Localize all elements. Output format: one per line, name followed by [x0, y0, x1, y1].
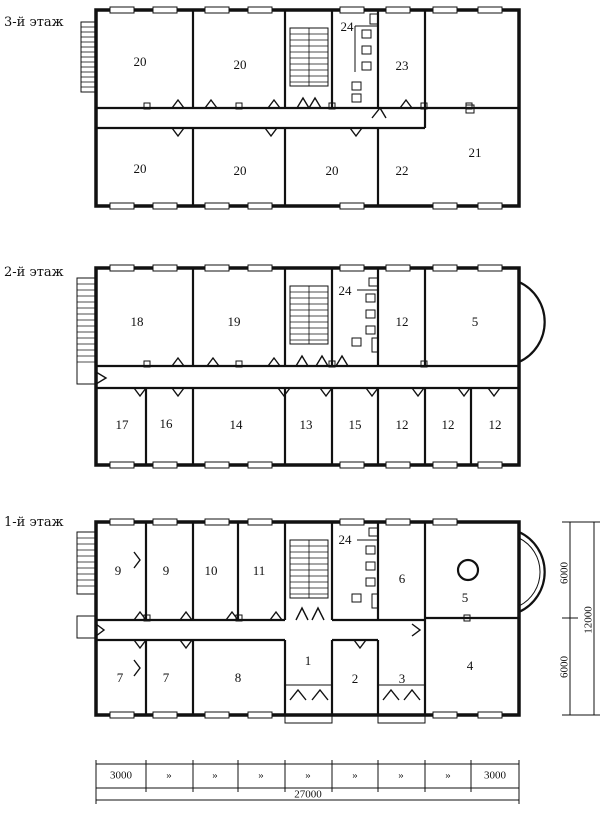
dimension-segment-label: » [212, 770, 218, 782]
floor-3-room-label: 24 [341, 19, 355, 34]
vertical-dimensions: 6000 6000 12000 [559, 521, 600, 716]
dimension-segment-label: » [305, 770, 311, 782]
floor-2-room-label: 12 [396, 314, 409, 329]
floor-1-room-label: 9 [115, 563, 122, 578]
dimension-segment-label: 6000 [559, 562, 571, 585]
floor-2-room-label: 18 [131, 314, 144, 329]
floor-1-room-label: 3 [399, 671, 406, 686]
dimension-segment-label: 3000 [484, 770, 507, 782]
floor-1-side-porch [76, 615, 97, 639]
horizontal-dimensions: 3000 » » » » » » » 3000 27000 [95, 760, 520, 804]
floor-1-column-circle [456, 558, 480, 582]
floor-2-room-label: 12 [396, 417, 409, 432]
dimension-segment-label: » [398, 770, 404, 782]
floor-1-room-label: 5 [462, 590, 469, 605]
floor-1-room-label: 1 [305, 653, 312, 668]
floor-3-room-label: 20 [134, 161, 147, 176]
floor-1-room-label: 7 [117, 670, 124, 685]
floor-3-stair [289, 27, 329, 87]
dimension-segment-label: » [445, 770, 451, 782]
floor-1-title: 1-й этаж [4, 515, 64, 530]
floor-1-room-label: 9 [163, 563, 170, 578]
floor-2-room-label: 5 [472, 314, 479, 329]
floor-1-room-label: 8 [235, 670, 242, 685]
floor-2-room-label: 13 [300, 417, 313, 432]
floor-3-doors [171, 96, 413, 138]
dimension-segment-label: » [258, 770, 264, 782]
floor-2-room-label: 14 [230, 417, 244, 432]
dimension-segment-label: » [352, 770, 358, 782]
floor-2-room-label: 24 [339, 283, 353, 298]
floor-2-windows [109, 264, 503, 469]
floor-2-side-stair [76, 277, 97, 385]
floor-2-room-label: 15 [349, 417, 362, 432]
floor-3-room-label: 22 [396, 163, 409, 178]
floor-3-side-stair [80, 21, 97, 93]
dimension-segment-label: 6000 [559, 656, 571, 679]
floor-2-stair [289, 285, 329, 345]
floor-1-plan: 1-й этаж [4, 515, 546, 724]
dimension-total-label: 12000 [583, 606, 595, 634]
floor-1-room-label: 11 [253, 563, 266, 578]
floor-1-apse [518, 531, 546, 613]
floor-3-plan: 3-й этаж [4, 6, 521, 210]
floor-3-room-label: 20 [234, 163, 247, 178]
floor-2-plan: 2-й этаж [4, 264, 546, 469]
floor-3-room-label: 20 [326, 163, 339, 178]
floor-2-toilet-fixtures [351, 277, 379, 353]
floor-1-room-label: 7 [163, 670, 170, 685]
floor-1-room-label: 6 [399, 571, 406, 586]
floor-3-room-label: 20 [134, 54, 147, 69]
floor-3-room-label: 21 [469, 145, 482, 160]
floor-2-room-label: 16 [160, 416, 174, 431]
floor-2-room-label: 12 [442, 417, 455, 432]
floor-1-windows [109, 518, 503, 719]
floor-3-toilet-fixtures [351, 13, 379, 103]
floor-2-apse [518, 281, 546, 363]
floor-2-room-label: 12 [489, 417, 502, 432]
floor-2-doors [95, 354, 501, 398]
floor-1-entrance-vestibules [284, 684, 426, 724]
floor-1-side-stair [76, 531, 97, 595]
floor-2-title: 2-й этаж [4, 265, 64, 280]
dimension-segment-label: 3000 [110, 770, 133, 782]
floor-3-title: 3-й этаж [4, 15, 64, 30]
dimension-total-label: 27000 [294, 789, 322, 801]
floor-1-room-label: 4 [467, 658, 474, 673]
floor-1-stair [289, 539, 329, 599]
floor-2-room-label: 19 [228, 314, 241, 329]
floor-1-toilet-fixtures [351, 527, 379, 609]
floor-1-room-label: 10 [205, 563, 218, 578]
dimension-segment-label: » [166, 770, 172, 782]
floor-1-room-label: 24 [339, 532, 353, 547]
floor-3-room-label: 23 [396, 58, 409, 73]
floor-3-room-label: 20 [234, 57, 247, 72]
floor-2-room-label: 17 [116, 417, 130, 432]
floor-3-windows [109, 6, 503, 210]
floor-1-room-label: 2 [352, 671, 359, 686]
